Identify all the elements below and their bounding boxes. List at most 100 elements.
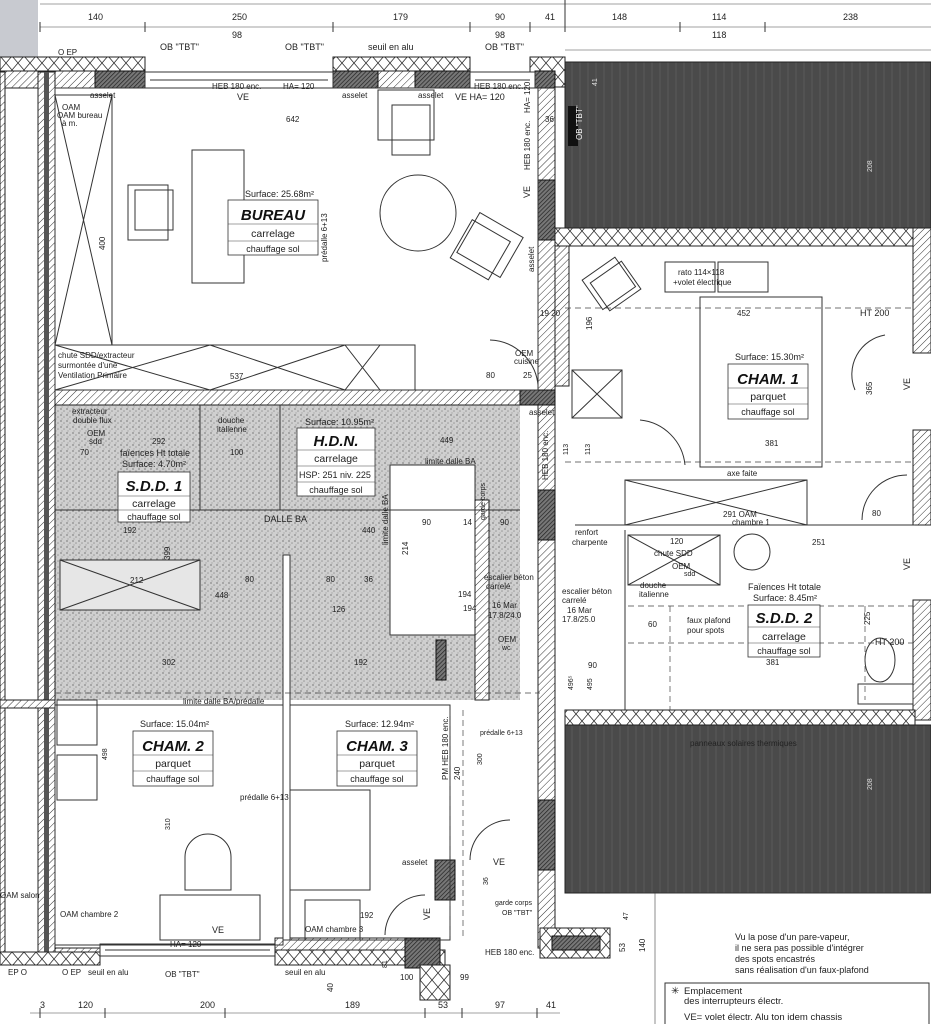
- annotation-oam-bureau2: OAM bureau: [57, 111, 102, 120]
- annotation-d192a: 192: [123, 526, 137, 535]
- dimension-top: 179: [393, 12, 408, 22]
- annotation-d240: 240: [453, 766, 462, 780]
- legend-switch-line-2: des interrupteurs électr.: [684, 996, 783, 1007]
- annotation-douche2a: douche: [640, 581, 667, 590]
- annotation-d196: 196: [585, 316, 594, 330]
- annotation-chute-sdd: chute SDD: [654, 549, 693, 558]
- dimension-top: 41: [545, 12, 555, 22]
- furniture: [54, 89, 914, 941]
- walls: [0, 56, 931, 1001]
- room-name-hdn: H.D.N.: [314, 433, 359, 450]
- dimension-bottom: 97: [495, 1000, 505, 1010]
- annotation-d36b: 36: [364, 575, 373, 584]
- annotation-heb-v: HEB 180 enc.: [523, 121, 532, 170]
- annotation-st90a: 90: [422, 518, 431, 527]
- room-surface-cham1: Surface: 15.30m²: [735, 352, 804, 362]
- dimension-bottom: 200: [200, 1000, 215, 1010]
- annotation-ve1: VE: [237, 92, 249, 102]
- margin-strip: [0, 0, 38, 60]
- room-extra-sdd2: Faïences Ht totale: [748, 582, 821, 592]
- dimension-top-sub: 98: [232, 30, 242, 40]
- room-label-hdn: Surface: 10.95m² H.D.N. carrelage HSP: 2…: [296, 417, 376, 497]
- dimension-top: 238: [843, 12, 858, 22]
- switch-symbol-icon: ✳: [671, 986, 679, 997]
- annotation-faux2: pour spots: [687, 626, 724, 635]
- annotation-asselet5: asselet: [529, 408, 555, 417]
- room-surface-sdd1: Surface: 4.70m²: [122, 459, 186, 469]
- annotation-oem-sdd1: OEM: [87, 429, 106, 438]
- room-surface-hdn: Surface: 10.95m²: [305, 417, 374, 427]
- annotation-d212: 212: [130, 576, 144, 585]
- annotation-sdd-small: sdd: [684, 571, 695, 578]
- annotation-rato2: +volet électrique: [673, 278, 732, 287]
- room-extra-sdd1: faïences Ht totale: [120, 448, 190, 458]
- annotation-d448: 448: [215, 591, 229, 600]
- annotation-esc3: 16 Mar: [492, 601, 517, 610]
- annotation-ve-c1: VE: [902, 378, 912, 390]
- dimension-top: 140: [88, 12, 103, 22]
- room-heating-cham1: chauffage sol: [741, 407, 794, 417]
- annotation-oem-cuisine2: cuisine: [514, 357, 539, 366]
- annotation-douche1a: douche: [218, 416, 245, 425]
- annotation-ep-b2: O EP: [62, 968, 81, 977]
- room-heating-cham3: chauffage sol: [350, 774, 403, 784]
- annotation-d100b: 100: [400, 973, 414, 982]
- annotation-d192b: 192: [354, 658, 368, 667]
- annotation-oam-salon: OAM salon: [0, 891, 40, 900]
- room-heating-sdd2: chauffage sol: [757, 646, 810, 656]
- vapour-barrier-note: Vu la pose d'un pare-vapeur, il ne sera …: [735, 932, 869, 975]
- annotation-pm-heb: PM HEB 180 enc.: [441, 716, 450, 780]
- annotation-asselet6: asselet: [402, 858, 428, 867]
- note-line: sans réalisation d'un faux-plafond: [735, 965, 869, 975]
- annotation-ve-v: VE: [522, 186, 532, 198]
- annotation-chute2: surmontée d'une: [58, 361, 118, 370]
- annotation-d126: 126: [332, 605, 346, 614]
- annotation-d81: 81: [382, 960, 389, 968]
- annotation-oam-ch3: OAM chambre 3: [305, 925, 364, 934]
- annotation-d53: 53: [618, 943, 627, 952]
- annotation-oam-bureau1: OAM: [62, 103, 81, 112]
- room-heating-bureau: chauffage sol: [246, 244, 299, 254]
- annotation-rato1: rato 114×118: [678, 268, 725, 277]
- annotation-d80b: 80: [872, 509, 881, 518]
- room-floor-sdd1: carrelage: [132, 498, 176, 510]
- room-floor-cham3: parquet: [359, 758, 395, 770]
- annotation-d302: 302: [162, 658, 176, 667]
- annotation-heb-b: HEB 180 enc.: [485, 948, 534, 957]
- annotation-renfort1: renfort: [575, 528, 599, 537]
- annotation-d47: 47: [623, 912, 630, 920]
- legend-ve: VE= volet électr. Alu ton idem chassis: [684, 1012, 842, 1023]
- room-floor-cham1: parquet: [750, 391, 786, 403]
- dimension-bottom: 120: [78, 1000, 93, 1010]
- annotation-esc-r1: escalier béton: [562, 587, 612, 596]
- annotation-st14: 14: [463, 518, 472, 527]
- annotation-gc: garde corps: [480, 483, 487, 520]
- annotation-predalle3: prédalle 6+13: [480, 730, 523, 737]
- room-label-cham2: Surface: 15.04m² CHAM. 2 parquet chauffa…: [132, 719, 214, 787]
- room-name-cham3: CHAM. 3: [346, 738, 408, 755]
- annotation-d4965: 496⁵: [568, 675, 575, 690]
- roof-panel-top: [564, 61, 931, 229]
- room-label-cham1: Surface: 15.30m² CHAM. 1 parquet chauffa…: [727, 352, 809, 420]
- annotation-heb2: HEB 180 enc.: [474, 82, 523, 91]
- room-heating-cham2: chauffage sol: [146, 774, 199, 784]
- annotation-ht200b: HT 200: [875, 637, 904, 647]
- void-cross: [59, 559, 201, 611]
- annotation-d100a: 100: [230, 448, 244, 457]
- room-surface-cham3: Surface: 12.94m²: [345, 719, 414, 729]
- annotation-d449: 449: [440, 436, 454, 445]
- annotation-d41: 41: [592, 78, 599, 86]
- annotation-st90b: 90: [500, 518, 509, 527]
- annotation-d452: 452: [737, 309, 751, 318]
- annotation-renfort2: charpente: [572, 538, 608, 547]
- annotation-oam-bureau3: à m.: [62, 119, 78, 128]
- annotation-esc1: escalier béton: [484, 573, 534, 582]
- annotation-d19-20: 19 20: [540, 309, 561, 318]
- dimension-top: 114: [712, 12, 726, 22]
- room-name-sdd2: S.D.D. 2: [756, 610, 813, 627]
- annotation-d208b: 208: [867, 778, 874, 790]
- solar-panels-bottom: [564, 724, 931, 894]
- annotation-esc2: carrelé: [486, 582, 511, 591]
